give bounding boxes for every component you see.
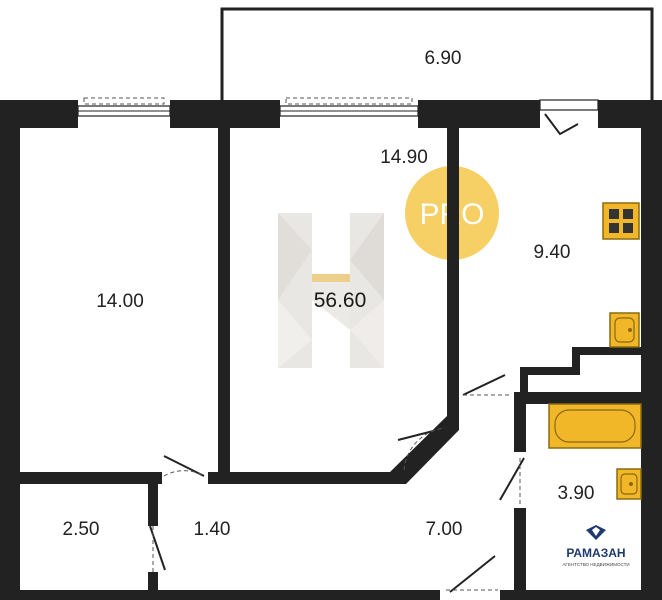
- total-area: 56.60: [314, 289, 367, 312]
- walls: [0, 100, 662, 600]
- balcony-door: [539, 99, 599, 136]
- kitchen-sink-icon: [609, 312, 640, 348]
- door-storage: [149, 525, 166, 572]
- brand-name: РАМАЗАН: [566, 546, 625, 560]
- area-bathroom: 3.90: [558, 483, 595, 504]
- window-living: [279, 97, 419, 117]
- bathroom-sink-icon: [616, 468, 642, 500]
- door-kitchen: [462, 374, 512, 396]
- balcony: [220, 7, 654, 100]
- window-bedroom: [77, 97, 171, 117]
- door-bedroom: [163, 455, 205, 477]
- area-storage: 2.50: [63, 519, 100, 540]
- brand-tagline: АГЕНТСТВО НЕДВИЖИМОСТИ: [562, 562, 629, 567]
- area-balcony: 6.90: [425, 48, 462, 69]
- door-living: [397, 427, 446, 471]
- door-bathroom: [499, 457, 525, 506]
- bathtub-icon: [548, 403, 642, 449]
- area-kitchen: 9.40: [534, 242, 571, 263]
- stove-icon: [602, 202, 640, 240]
- watermark-logo: [278, 213, 384, 368]
- area-hall: 7.00: [426, 519, 463, 540]
- door-entrance: [446, 555, 498, 593]
- area-bedroom: 14.00: [96, 291, 144, 312]
- area-corridor: 1.40: [194, 519, 231, 540]
- area-living-room: 14.90: [380, 147, 428, 168]
- brand-logo: РАМАЗАН АГЕНТСТВО НЕДВИЖИМОСТИ: [562, 525, 630, 567]
